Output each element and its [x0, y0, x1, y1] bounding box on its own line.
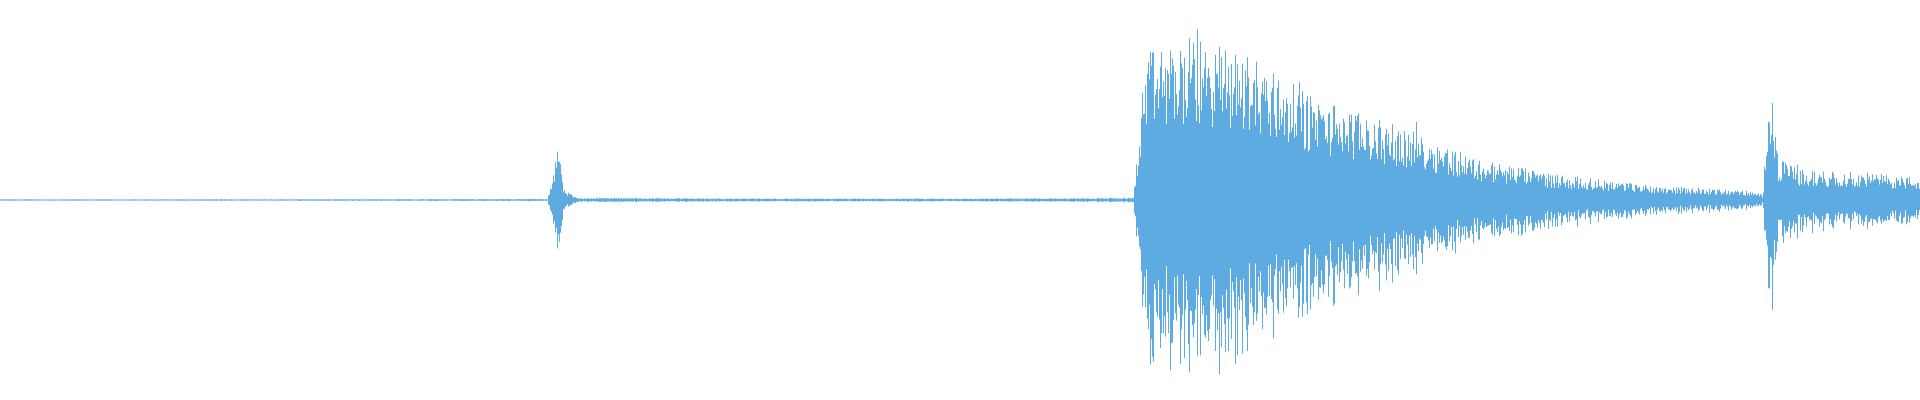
waveform-path — [0, 29, 1920, 375]
